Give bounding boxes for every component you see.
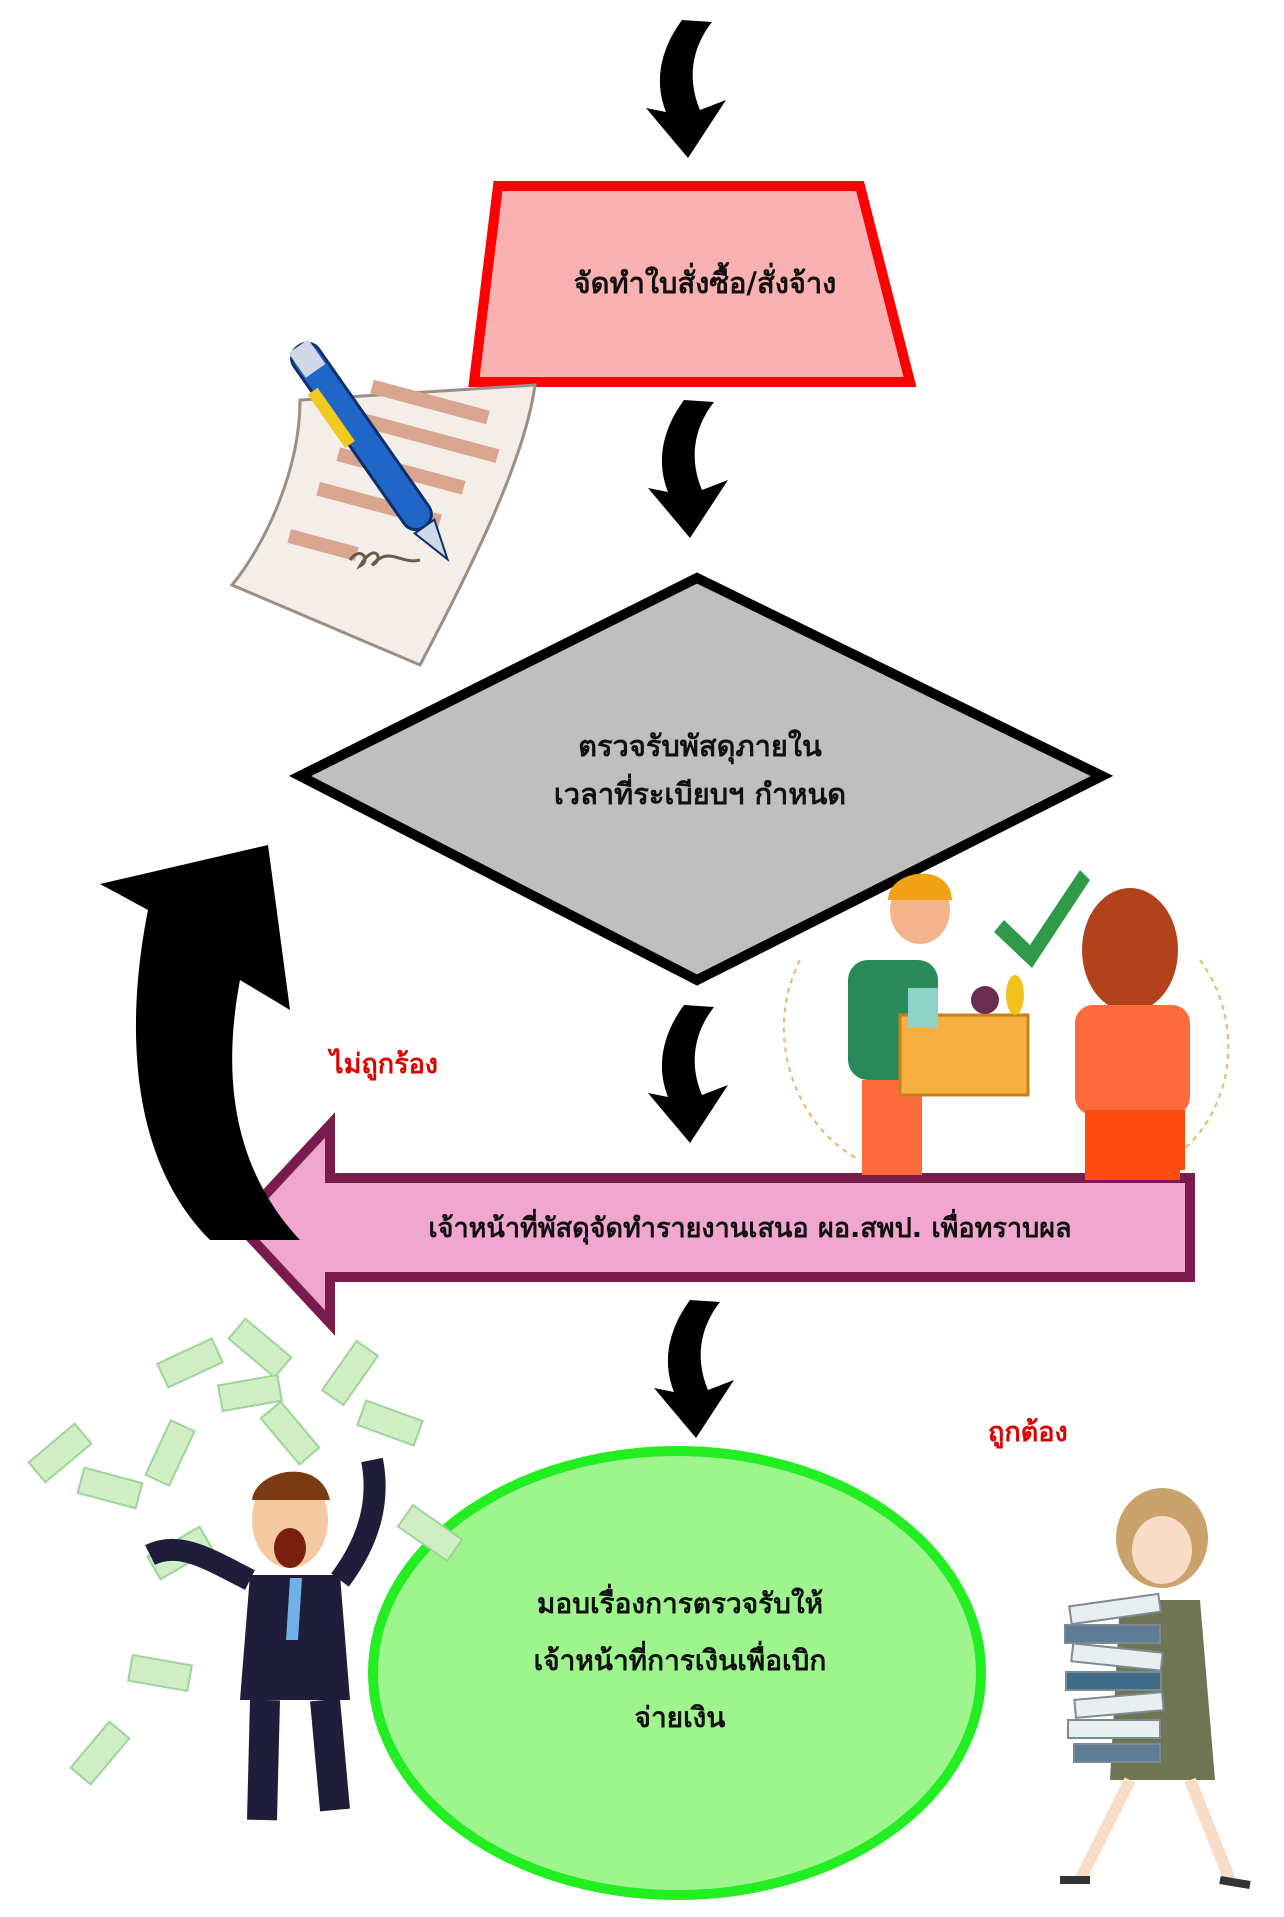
payment-ellipse xyxy=(368,1446,986,1900)
down-arrow-2 xyxy=(648,400,728,538)
purchase-order-label: จัดทำใบสั่งซื้อ/สั่งจ้าง xyxy=(520,260,890,306)
down-arrow-4 xyxy=(654,1300,734,1438)
checkmark-icon xyxy=(994,870,1090,968)
payment-label: มอบเรื่องการตรวจรับให้ เจ้าหน้าที่การเงิ… xyxy=(480,1575,880,1746)
inspection-line-1: ตรวจรับพัสดุภายใน xyxy=(578,729,822,763)
purchase-order-trapezoid xyxy=(468,181,917,387)
inspection-label: ตรวจรับพัสดุภายใน เวลาที่ระเบียบฯ กำหนด xyxy=(480,722,920,818)
payment-line-1: มอบเรื่องการตรวจรับให้ xyxy=(536,1587,824,1620)
incorrect-label: ไม่ถูกร้อง xyxy=(330,1049,438,1080)
report-left-arrow xyxy=(231,1112,1195,1336)
delivery-handover-illustration xyxy=(783,873,1230,1180)
pen-and-document-icon xyxy=(229,339,537,667)
loop-back-arrow xyxy=(100,845,300,1240)
happy-businessman-with-money-illustration xyxy=(27,1317,464,1821)
inspection-diamond xyxy=(288,572,1114,986)
purchase-order-text: จัดทำใบสั่งซื้อ/สั่งจ้าง xyxy=(573,266,837,300)
report-text: เจ้าหน้าที่พัสดุจัดทำรายงานเสนอ ผอ.สพป. … xyxy=(428,1213,1072,1244)
inspection-line-2: เวลาที่ระเบียบฯ กำหนด xyxy=(553,777,847,811)
report-label: เจ้าหน้าที่พัสดุจัดทำรายงานเสนอ ผอ.สพป. … xyxy=(320,1206,1180,1249)
payment-line-2: เจ้าหน้าที่การเงินเพื่อเบิก xyxy=(533,1644,827,1677)
payment-line-3: จ่ายเงิน xyxy=(634,1701,726,1734)
down-arrow-3 xyxy=(648,1005,728,1143)
down-arrow-1 xyxy=(646,20,726,158)
correct-label: ถูกต้อง xyxy=(988,1417,1068,1448)
stressed-woman-with-papers-illustration xyxy=(1060,1488,1251,1889)
